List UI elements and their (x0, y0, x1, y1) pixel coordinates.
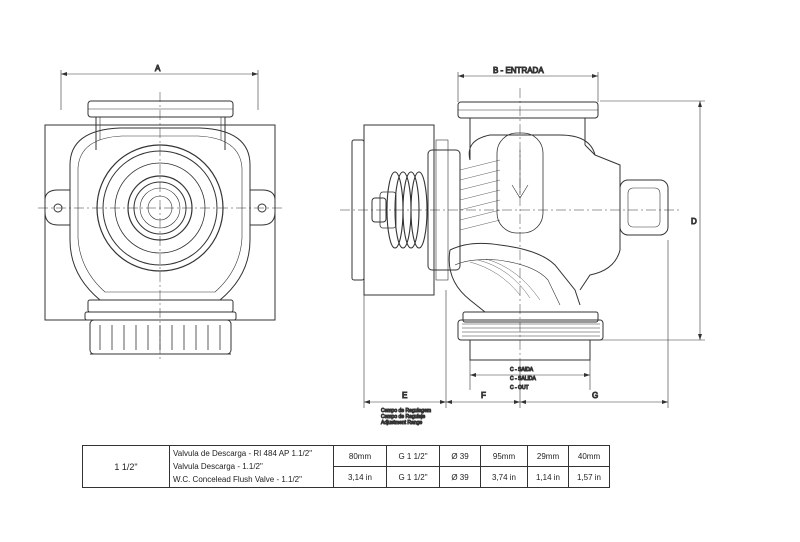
table-cell: Ø 39 (439, 445, 481, 467)
dim-label-d: D (691, 217, 697, 226)
table-cell: 1,57 in (568, 466, 610, 488)
front-view: A (38, 64, 282, 360)
description-cell: Valvula de Descarga - RI 484 AP 1.1/2" V… (169, 445, 334, 488)
description-en: W.C. Concelead Flush Valve - 1.1/2" (173, 475, 302, 484)
adjustment-label-en: Adjustment Range (381, 420, 422, 426)
table-cell: 95mm (480, 445, 528, 467)
table-cell: 80mm (333, 445, 387, 467)
dim-label-g: G (592, 391, 598, 400)
dim-label-c-saida: C - SAIDA (510, 367, 534, 373)
table-cell: 1,14 in (527, 466, 569, 488)
table-cell: 3,74 in (480, 466, 528, 488)
table-cell: 3,14 in (333, 466, 387, 488)
table-cell: Ø 39 (439, 466, 481, 488)
dim-label-b: B - ENTRADA (493, 66, 544, 75)
dim-label-c-salida: C - SALIDA (510, 376, 537, 382)
table-cell: G 1 1/2" (386, 466, 440, 488)
table-cell: 40mm (568, 445, 610, 467)
dim-label-a: A (155, 64, 161, 73)
spec-table: 1 1/2" Valvula de Descarga - RI 484 AP 1… (82, 445, 610, 488)
size-cell: 1 1/2" (82, 445, 170, 488)
adjustment-label-es: Campo de Regulaje (381, 414, 425, 420)
description-pt: Valvula de Descarga - RI 484 AP 1.1/2" (173, 449, 313, 458)
dim-label-c-out: C - OUT (510, 385, 529, 391)
dim-label-f: F (481, 391, 486, 400)
table-cell: G 1 1/2" (386, 445, 440, 467)
adjustment-label-pt: Campo de Regulagem (381, 408, 431, 414)
description-es: Valvula Descarga - 1.1/2" (173, 462, 263, 471)
side-view: B - ENTRADA D (340, 66, 705, 427)
dim-label-e: E (402, 391, 407, 400)
table-cell: 29mm (527, 445, 569, 467)
